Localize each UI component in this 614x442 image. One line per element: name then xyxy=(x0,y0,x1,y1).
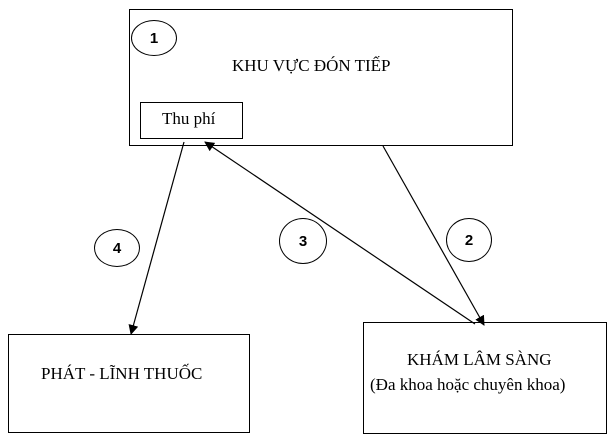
pharmacy-title: PHÁT - LĨNH THUỐC xyxy=(41,364,203,383)
step-3-label: 3 xyxy=(298,232,308,250)
cashier-box xyxy=(140,102,243,139)
step-4-badge: 4 xyxy=(94,229,140,267)
arrow-cashier-to-pharmacy xyxy=(128,141,185,335)
clinic-subtitle: (Đa khoa hoặc chuyên khoa) xyxy=(370,375,566,394)
clinic-box xyxy=(363,322,607,434)
arrow-clinic-to-cashier xyxy=(204,141,476,325)
step-1-badge: 1 xyxy=(131,20,177,56)
reception-area-title: KHU VỰC ĐÓN TIẾP xyxy=(232,56,391,75)
clinic-title: KHÁM LÂM SÀNG xyxy=(407,350,552,369)
step-4-label: 4 xyxy=(112,239,122,257)
step-1-label: 1 xyxy=(149,29,159,47)
pharmacy-box xyxy=(8,334,250,433)
arrow-reception-to-clinic xyxy=(382,145,485,326)
step-2-label: 2 xyxy=(464,231,474,249)
step-3-badge: 3 xyxy=(279,218,327,264)
step-2-badge: 2 xyxy=(446,218,492,262)
cashier-label: Thu phí xyxy=(162,109,216,128)
